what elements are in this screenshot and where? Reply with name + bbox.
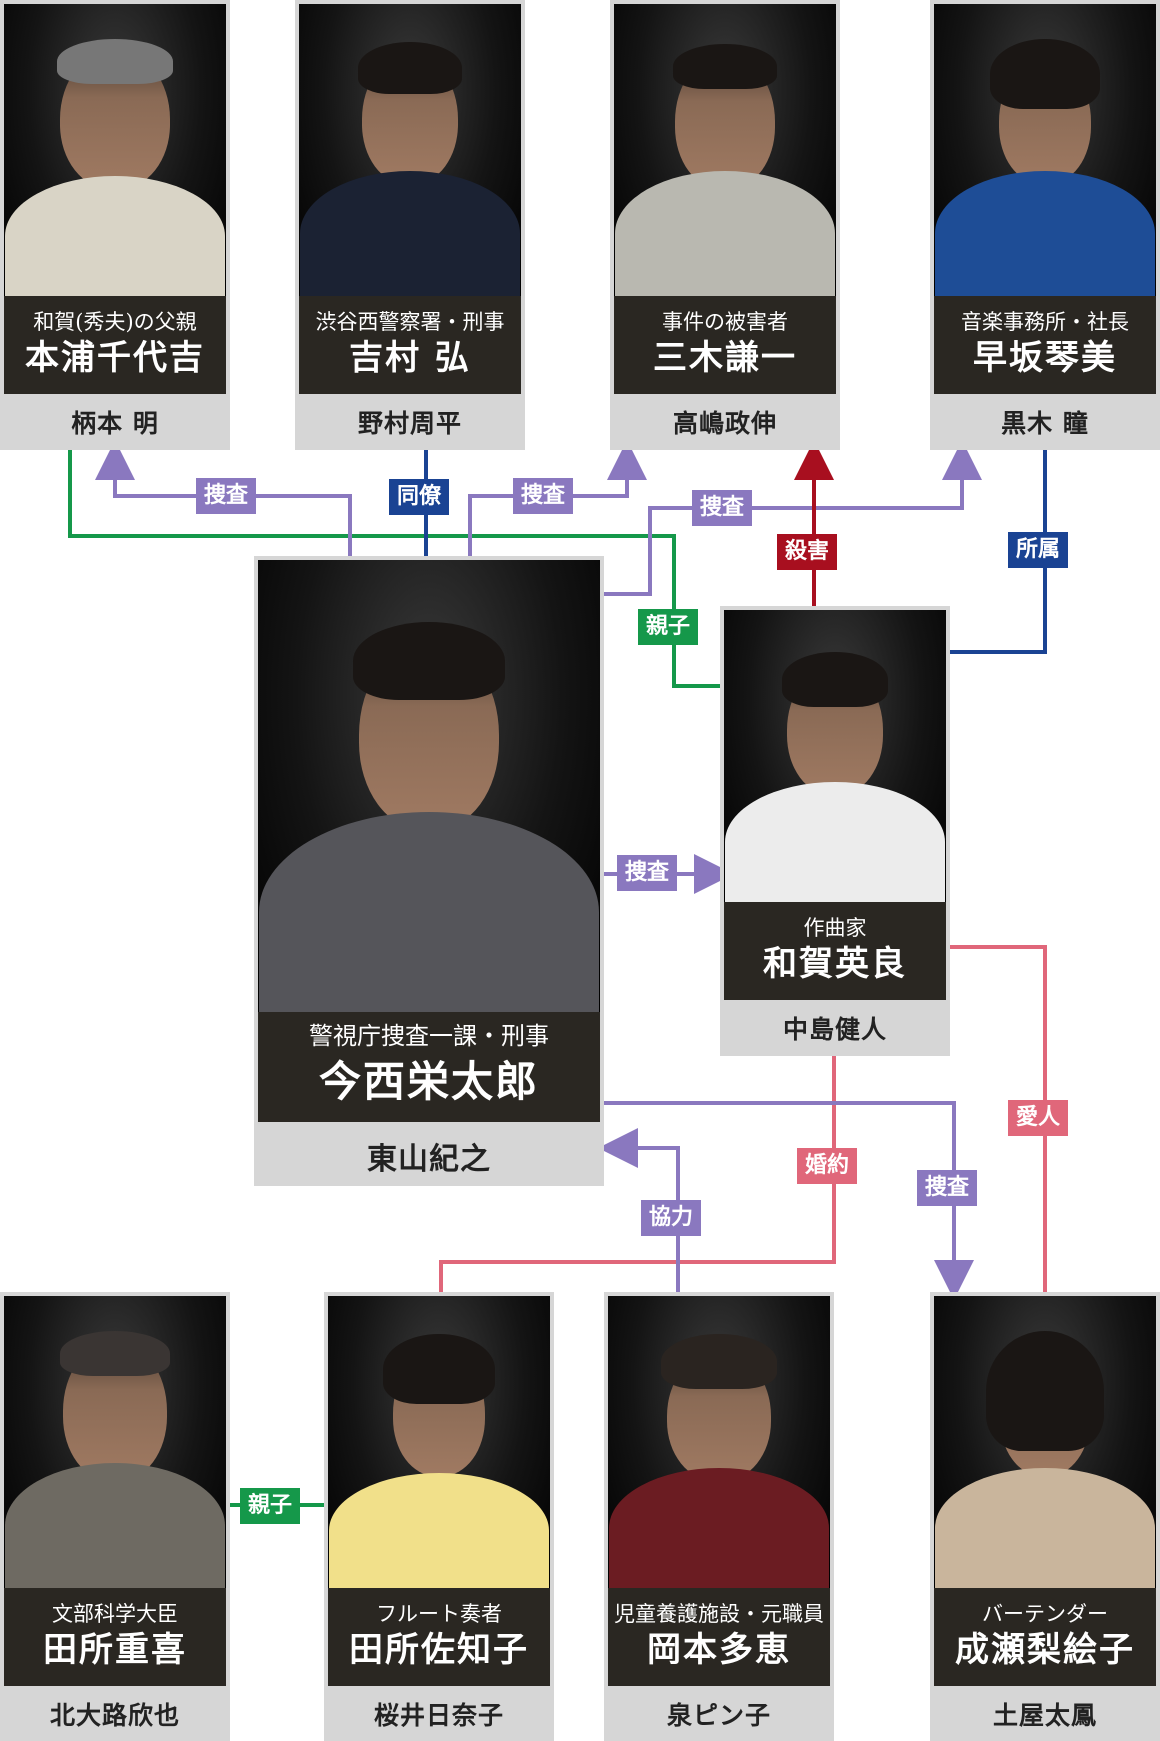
- actor-name: 黒木 瞳: [930, 404, 1160, 440]
- label-colleague: 同僚: [389, 479, 449, 515]
- actor-name: 土屋太鳳: [930, 1696, 1160, 1732]
- actor-name: 桜井日奈子: [324, 1696, 554, 1732]
- caption: 文部科学大臣 田所重喜: [4, 1588, 226, 1686]
- caption: フルート奏者 田所佐知子: [328, 1588, 550, 1686]
- character-name: 早坂琴美: [934, 338, 1156, 378]
- caption: バーテンダー 成瀬梨絵子: [934, 1588, 1156, 1686]
- character-name: 吉村 弘: [299, 338, 521, 378]
- portrait-photo: [934, 4, 1156, 296]
- caption: 作曲家 和賀英良: [724, 902, 946, 1000]
- character-name: 本浦千代吉: [4, 338, 226, 378]
- label-murder: 殺害: [777, 534, 837, 570]
- actor-name: 高嶋政伸: [610, 404, 840, 440]
- card-hayasaka: 音楽事務所・社長 早坂琴美 黒木 瞳: [930, 0, 1160, 450]
- actor-name: 北大路欣也: [0, 1696, 230, 1732]
- caption: 児童養護施設・元職員 岡本多恵: [608, 1588, 830, 1686]
- card-waga: 作曲家 和賀英良 中島健人: [720, 606, 950, 1056]
- caption: 事件の被害者 三木謙一: [614, 296, 836, 394]
- role-text: 作曲家: [724, 916, 946, 940]
- actor-name: 野村周平: [295, 404, 525, 440]
- card-hommura: 和賀(秀夫)の父親 本浦千代吉 柄本 明: [0, 0, 230, 450]
- role-text: 事件の被害者: [614, 310, 836, 334]
- label-affiliation: 所属: [1008, 532, 1068, 568]
- caption: 警視庁捜査一課・刑事 今西栄太郎: [258, 1012, 600, 1122]
- portrait-photo: [258, 560, 600, 1012]
- card-miki: 事件の被害者 三木謙一 高嶋政伸: [610, 0, 840, 450]
- card-okamoto: 児童養護施設・元職員 岡本多恵 泉ピン子: [604, 1292, 834, 1741]
- portrait-photo: [4, 1296, 226, 1588]
- label-investigate-3: 捜査: [692, 490, 752, 526]
- role-text: 警視庁捜査一課・刑事: [258, 1024, 600, 1048]
- label-cooperation: 協力: [641, 1200, 701, 1236]
- label-investigate-2: 捜査: [513, 478, 573, 514]
- portrait-photo: [328, 1296, 550, 1588]
- role-text: バーテンダー: [934, 1602, 1156, 1626]
- actor-name: 中島健人: [720, 1010, 950, 1046]
- line-investigate-3: [604, 460, 962, 594]
- caption: 音楽事務所・社長 早坂琴美: [934, 296, 1156, 394]
- label-investigate-1: 捜査: [196, 478, 256, 514]
- caption: 和賀(秀夫)の父親 本浦千代吉: [4, 296, 226, 394]
- card-yoshimura: 渋谷西警察署・刑事 吉村 弘 野村周平: [295, 0, 525, 450]
- role-text: 和賀(秀夫)の父親: [4, 310, 226, 334]
- card-imanishi: 警視庁捜査一課・刑事 今西栄太郎 東山紀之: [254, 556, 604, 1186]
- role-text: フルート奏者: [328, 1602, 550, 1626]
- label-parent-child-1: 親子: [638, 609, 698, 645]
- label-investigate-4: 捜査: [617, 855, 677, 891]
- character-name: 和賀英良: [724, 944, 946, 984]
- portrait-photo: [4, 4, 226, 296]
- card-tadokoro-sachiko: フルート奏者 田所佐知子 桜井日奈子: [324, 1292, 554, 1741]
- role-text: 音楽事務所・社長: [934, 310, 1156, 334]
- character-name: 田所佐知子: [328, 1630, 550, 1670]
- role-text: 渋谷西警察署・刑事: [299, 310, 521, 334]
- portrait-photo: [614, 4, 836, 296]
- actor-name: 柄本 明: [0, 404, 230, 440]
- character-name: 成瀬梨絵子: [934, 1630, 1156, 1670]
- label-investigate-5: 捜査: [917, 1170, 977, 1206]
- label-engagement: 婚約: [797, 1148, 857, 1184]
- line-investigate-5: [604, 1103, 954, 1280]
- character-name: 岡本多恵: [608, 1630, 830, 1670]
- card-naruse: バーテンダー 成瀬梨絵子 土屋太鳳: [930, 1292, 1160, 1741]
- card-tadokoro-shigeki: 文部科学大臣 田所重喜 北大路欣也: [0, 1292, 230, 1741]
- portrait-photo: [299, 4, 521, 296]
- portrait-photo: [934, 1296, 1156, 1588]
- portrait-photo: [608, 1296, 830, 1588]
- role-text: 文部科学大臣: [4, 1602, 226, 1626]
- label-parent-child-2: 親子: [240, 1488, 300, 1524]
- role-text: 児童養護施設・元職員: [608, 1602, 830, 1626]
- actor-name: 泉ピン子: [604, 1696, 834, 1732]
- character-name: 今西栄太郎: [258, 1058, 600, 1106]
- portrait-photo: [724, 610, 946, 902]
- actor-name: 東山紀之: [254, 1134, 604, 1178]
- label-romance: 愛人: [1008, 1100, 1068, 1136]
- caption: 渋谷西警察署・刑事 吉村 弘: [299, 296, 521, 394]
- character-name: 三木謙一: [614, 338, 836, 378]
- character-name: 田所重喜: [4, 1630, 226, 1670]
